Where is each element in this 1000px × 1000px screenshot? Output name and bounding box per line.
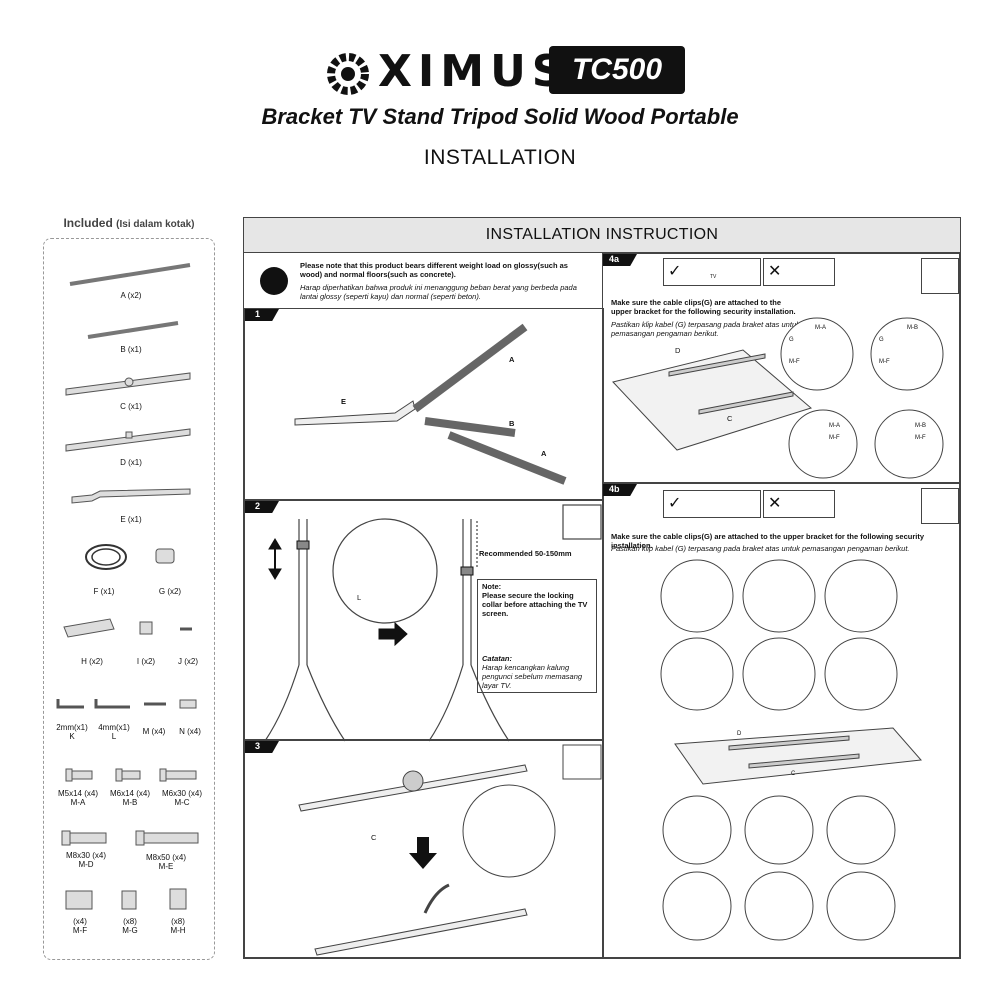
model-badge: TC500 <box>549 46 685 94</box>
spacer-mh-label: (x8)M-H <box>170 917 186 935</box>
step-4a-illustration <box>612 317 944 479</box>
check-icon: ✓ <box>668 495 682 512</box>
step-2: 2 L Recommended 50-150mm Note: Please <box>244 500 604 742</box>
spacer-mg-label: (x8)M-G <box>122 917 138 935</box>
ximus-logo-icon <box>327 53 369 95</box>
included-title: Included (Isi dalam kotak) <box>63 216 195 230</box>
cross-icon: ✕ <box>768 263 782 280</box>
page-subtitle: INSTALLATION <box>423 146 577 169</box>
step-4b-illustration <box>660 559 923 941</box>
part-i-label: I (x2) <box>136 657 156 666</box>
step-4b: 4b ✓ ✕ Make sure the cable clips(G) are … <box>602 483 960 958</box>
step-1-illustration <box>294 323 567 485</box>
part-a-label: A (x2) <box>120 291 142 300</box>
step-3-illustration <box>298 744 602 956</box>
part-j-label: J (x2) <box>178 657 198 666</box>
screw-mc-label: M6x30 (x4)M-C <box>161 789 202 807</box>
step-4a: 4a ✓ TV ✕ Make sure the cable clips(G) a… <box>602 253 960 483</box>
weight-note: Please note that this product bears diff… <box>244 253 602 308</box>
instruction-title: INSTALLATION INSTRUCTION <box>244 218 960 253</box>
cross-icon: ✕ <box>768 495 782 512</box>
screwdriver-icon <box>921 258 959 294</box>
step-2-note-box: Note: Please secure the locking collar b… <box>477 579 597 693</box>
correct-mount-box: ✓ TV <box>663 258 761 286</box>
screw-mb-label: M6x14 (x4)M-B <box>109 789 150 807</box>
tool-m-label: M (x4) <box>142 727 166 736</box>
tool-n-label: N (x4) <box>179 727 201 736</box>
tool-l-label: 4mm(x1)L <box>98 723 130 741</box>
part-g-label: G (x2) <box>158 587 182 596</box>
part-h-label: H (x2) <box>81 657 103 666</box>
brand-name: XIMUS <box>378 46 570 97</box>
part-b-label: B (x1) <box>120 345 142 354</box>
recommended-height: Recommended 50-150mm <box>479 549 572 558</box>
brand-header: XIMUS TC500 <box>0 40 1000 110</box>
part-d-label: D (x1) <box>120 458 142 467</box>
screw-md-label: M8x30 (x4)M-D <box>65 851 106 869</box>
step-2-illustration <box>264 504 602 742</box>
step-1: 1 E A B A <box>244 308 604 500</box>
correct-mount-box-4b: ✓ <box>663 490 761 518</box>
wrong-mount-box-4b: ✕ <box>763 490 835 518</box>
included-parts-box: A (x2) B (x1) C (x1) D (x1) E (x1) F (x1… <box>43 238 215 960</box>
screwdriver-icon <box>921 488 959 524</box>
screw-ma-label: M5x14 (x4)M-A <box>57 789 98 807</box>
part-e-label: E (x1) <box>120 515 142 524</box>
page-title: Bracket TV Stand Tripod Solid Wood Porta… <box>261 104 739 129</box>
parts-illustration <box>56 263 199 910</box>
tool-k-label: 2mm(x1)K <box>56 723 88 741</box>
instruction-panel: INSTALLATION INSTRUCTION Please note tha… <box>243 217 961 959</box>
part-c-label: C (x1) <box>120 402 142 411</box>
check-icon: ✓ <box>668 263 682 280</box>
screw-me-label: M8x50 (x4)M-E <box>145 853 186 871</box>
step-3: 3 C <box>244 740 604 958</box>
part-f-label: F (x1) <box>93 587 115 596</box>
wrong-mount-box: ✕ <box>763 258 835 286</box>
spacer-mf-label: (x4)M-F <box>72 917 88 935</box>
info-icon <box>260 267 288 295</box>
